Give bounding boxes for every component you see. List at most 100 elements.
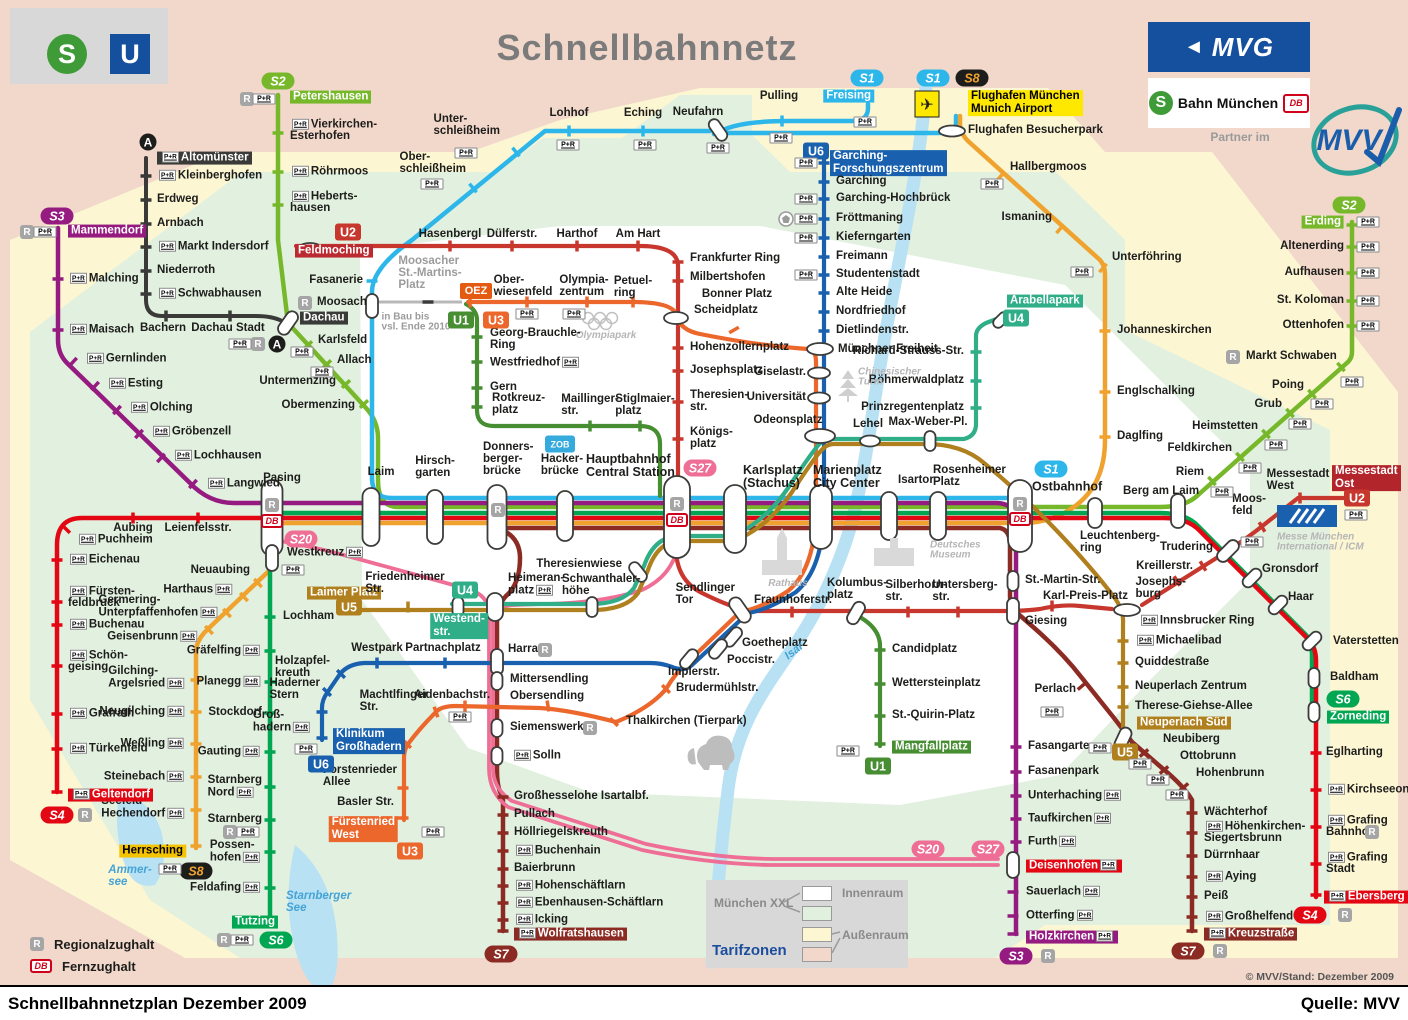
lake-ammersee bbox=[116, 790, 164, 886]
station-label: Kolumbus- platz bbox=[826, 577, 888, 602]
station-name: Harthof bbox=[556, 228, 598, 241]
station-capsule bbox=[679, 648, 699, 670]
line-badge-s20: S20 bbox=[284, 530, 318, 548]
station-name: Westkreuz bbox=[287, 546, 345, 559]
station-name: Studentenstadt bbox=[836, 268, 920, 281]
station-name: Messestadt West bbox=[1266, 468, 1330, 492]
station-label: Partnachplatz bbox=[405, 642, 480, 655]
chinese-tower-icon bbox=[847, 396, 849, 402]
station-label: Olympiapark bbox=[576, 330, 637, 341]
station-capsule bbox=[707, 118, 729, 142]
park-and-ride-icon: P+R bbox=[1146, 774, 1170, 786]
park-and-ride-icon: P+R bbox=[310, 366, 334, 378]
line-badge-s1: S1 bbox=[1034, 460, 1068, 478]
station-capsule bbox=[1006, 570, 1020, 592]
station-name: Rotkreuz- platz bbox=[492, 392, 546, 416]
station-name: Kolumbus- platz bbox=[826, 577, 888, 601]
station-name: Basler Str. bbox=[337, 796, 394, 809]
station-name: Langwied bbox=[226, 477, 280, 490]
park-and-ride-icon: P+R bbox=[1040, 706, 1064, 718]
station-name: Untermenzing bbox=[259, 375, 336, 388]
station-name: Poccistr. bbox=[727, 654, 775, 667]
station-label: Silberhorn- str. bbox=[885, 579, 947, 604]
station-name: Buchenau bbox=[88, 618, 145, 631]
station-name: Poing bbox=[1272, 379, 1304, 392]
station-name: Brudermühlstr. bbox=[676, 682, 759, 695]
park-and-ride-icon: P+R bbox=[236, 826, 260, 838]
line-badge-oez: OEZ bbox=[460, 283, 492, 299]
airport-icon bbox=[914, 90, 940, 118]
station-tick bbox=[133, 428, 145, 440]
station-label: Untersberg- str. bbox=[932, 579, 997, 604]
park-and-ride-icon: P+R bbox=[70, 707, 87, 719]
station-label: Garching- Forschungszentrum bbox=[830, 150, 947, 176]
station-name: Unterföhring bbox=[1112, 251, 1182, 264]
park-and-ride-icon: P+R bbox=[159, 169, 176, 181]
line-badge-s4: S4 bbox=[40, 806, 74, 824]
line-badge-u6: U6 bbox=[803, 142, 829, 160]
station-label: Berg am Laim bbox=[1123, 485, 1199, 498]
station-label: Moosach bbox=[317, 296, 367, 309]
station-name: Ottenhofen bbox=[1282, 319, 1344, 332]
messe-logo bbox=[1288, 508, 1326, 524]
station-name: Ammer- see bbox=[108, 864, 152, 888]
park-and-ride-icon: P+R bbox=[243, 745, 260, 757]
station-name: Ober- schleißheim bbox=[399, 151, 466, 175]
park-and-ride-icon: P+R bbox=[633, 139, 657, 151]
station-name: Westend- str. bbox=[433, 613, 485, 638]
station-name: Josephsplatz bbox=[690, 364, 763, 377]
station-tick bbox=[155, 452, 167, 464]
station-label: Tutzing bbox=[231, 915, 278, 929]
station-label: Donners- berger- brücke bbox=[483, 441, 533, 478]
station-name: Eichenau bbox=[88, 553, 140, 566]
station-tick bbox=[1172, 575, 1182, 587]
station-tick bbox=[1307, 388, 1317, 400]
station-capsule bbox=[628, 561, 648, 583]
station-label: Johanneskirchen bbox=[1117, 324, 1212, 337]
station-label: Ammer- see bbox=[108, 864, 152, 889]
station-name: Grub bbox=[1254, 398, 1282, 411]
station-name: Vierkirchen- Esterhofen bbox=[290, 118, 378, 143]
station-name: Röhrmoos bbox=[310, 165, 369, 178]
station-label: Mammendorf bbox=[68, 224, 147, 238]
station-name: Schön- geising bbox=[68, 649, 128, 674]
station-tick bbox=[335, 668, 347, 680]
station-name: Neufahrn bbox=[672, 106, 724, 119]
station-name: Unterhaching bbox=[1028, 789, 1103, 802]
station-name: Petuel- ring bbox=[613, 275, 653, 299]
db-logo-icon: DB bbox=[1283, 93, 1310, 113]
park-and-ride-icon: P+R bbox=[167, 807, 184, 819]
station-name: Hirsch- garten bbox=[415, 455, 455, 479]
station-name: Silberhorn- str. bbox=[885, 579, 947, 603]
station-label: Westend- str. bbox=[430, 613, 488, 639]
line-badge-r: R bbox=[240, 92, 254, 106]
station-label: Forstenrieder Allee bbox=[323, 764, 397, 789]
station-name: Kirchseeon bbox=[1346, 783, 1408, 796]
station-label: Riem bbox=[1176, 466, 1204, 479]
station-capsule bbox=[728, 596, 752, 624]
tarif-outer-label: Außenraum bbox=[842, 928, 909, 942]
station-label: Leienfelsstr. bbox=[164, 522, 231, 535]
olympic-rings-icon bbox=[587, 317, 601, 331]
station-name: Possen- hofen bbox=[209, 838, 255, 864]
station-name: Münchner Freiheit bbox=[838, 343, 938, 356]
regional-badge-icon: R bbox=[30, 937, 44, 951]
station-name: Hacker- brücke bbox=[540, 453, 584, 477]
station-name: Goetheplatz bbox=[742, 637, 808, 650]
station-label: Thalkirchen (Tierpark) bbox=[626, 715, 747, 728]
station-label: Garching bbox=[836, 175, 886, 188]
station-name: Schwanthaler- höhe bbox=[562, 573, 641, 597]
park-and-ride-icon: P+R bbox=[1096, 931, 1114, 943]
station-tick bbox=[1235, 451, 1245, 463]
park-and-ride-icon: P+R bbox=[292, 118, 309, 130]
